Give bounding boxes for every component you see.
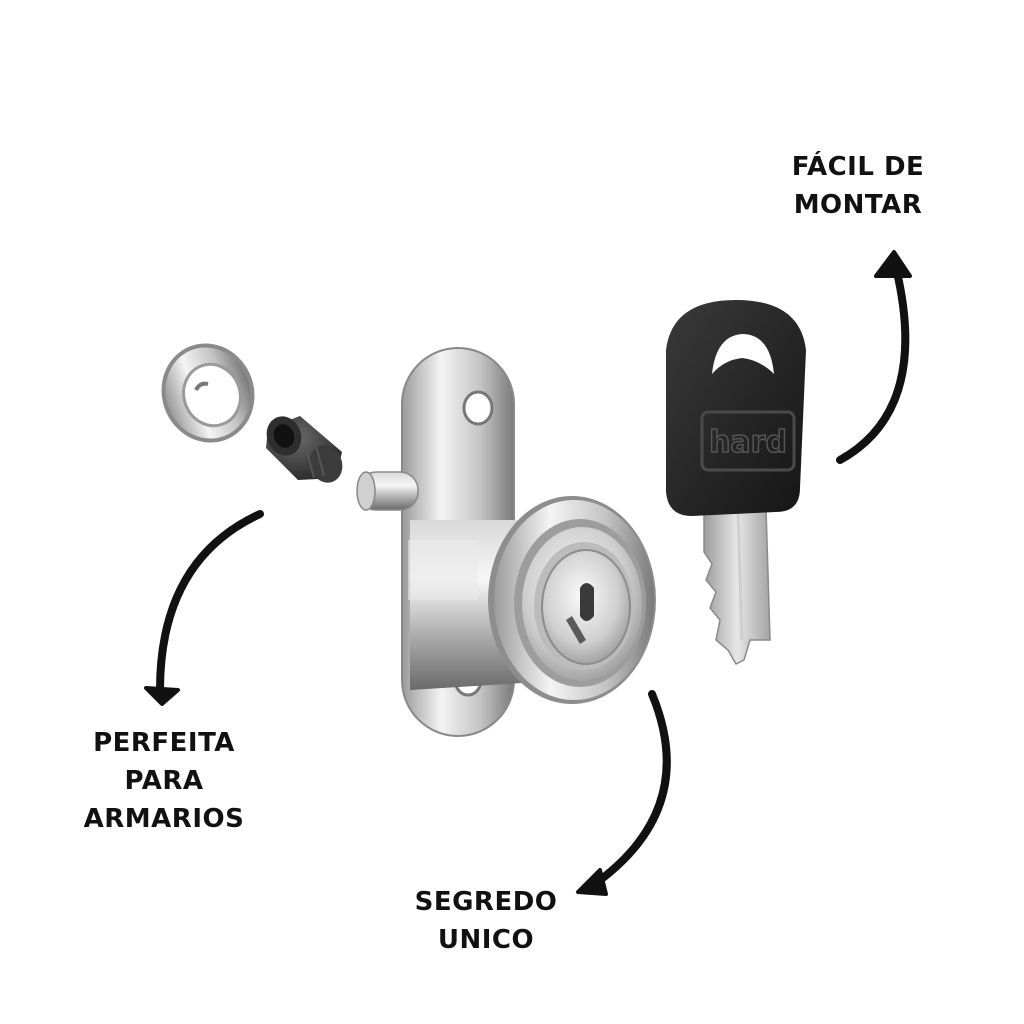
set-screw [266,416,343,483]
curved-arrow-up-icon [836,250,912,464]
curved-arrow-down-icon [144,510,264,706]
callout-easy-mount: FÁCIL DE MONTAR [768,148,948,224]
curved-arrow-down-left-icon [576,690,671,896]
callout-unique-key: SEGREDO UNICO [396,883,576,959]
callout-cabinets-line2: PARA [124,766,204,796]
callout-cabinets-line1: PERFEITA [93,728,235,758]
ring-washer [161,343,255,443]
callout-easy-mount-line2: MONTAR [793,190,923,220]
lock-body [356,347,656,737]
callout-unique-key-line1: SEGREDO [414,887,558,917]
callout-cabinets-line3: ARMARIOS [83,804,245,834]
key-brand-logo: hard [709,425,787,460]
callout-cabinets: PERFEITA PARA ARMARIOS [60,724,268,838]
callout-easy-mount-line1: FÁCIL DE [791,152,925,182]
key: hard [666,300,806,665]
callout-unique-key-line2: UNICO [437,925,535,955]
